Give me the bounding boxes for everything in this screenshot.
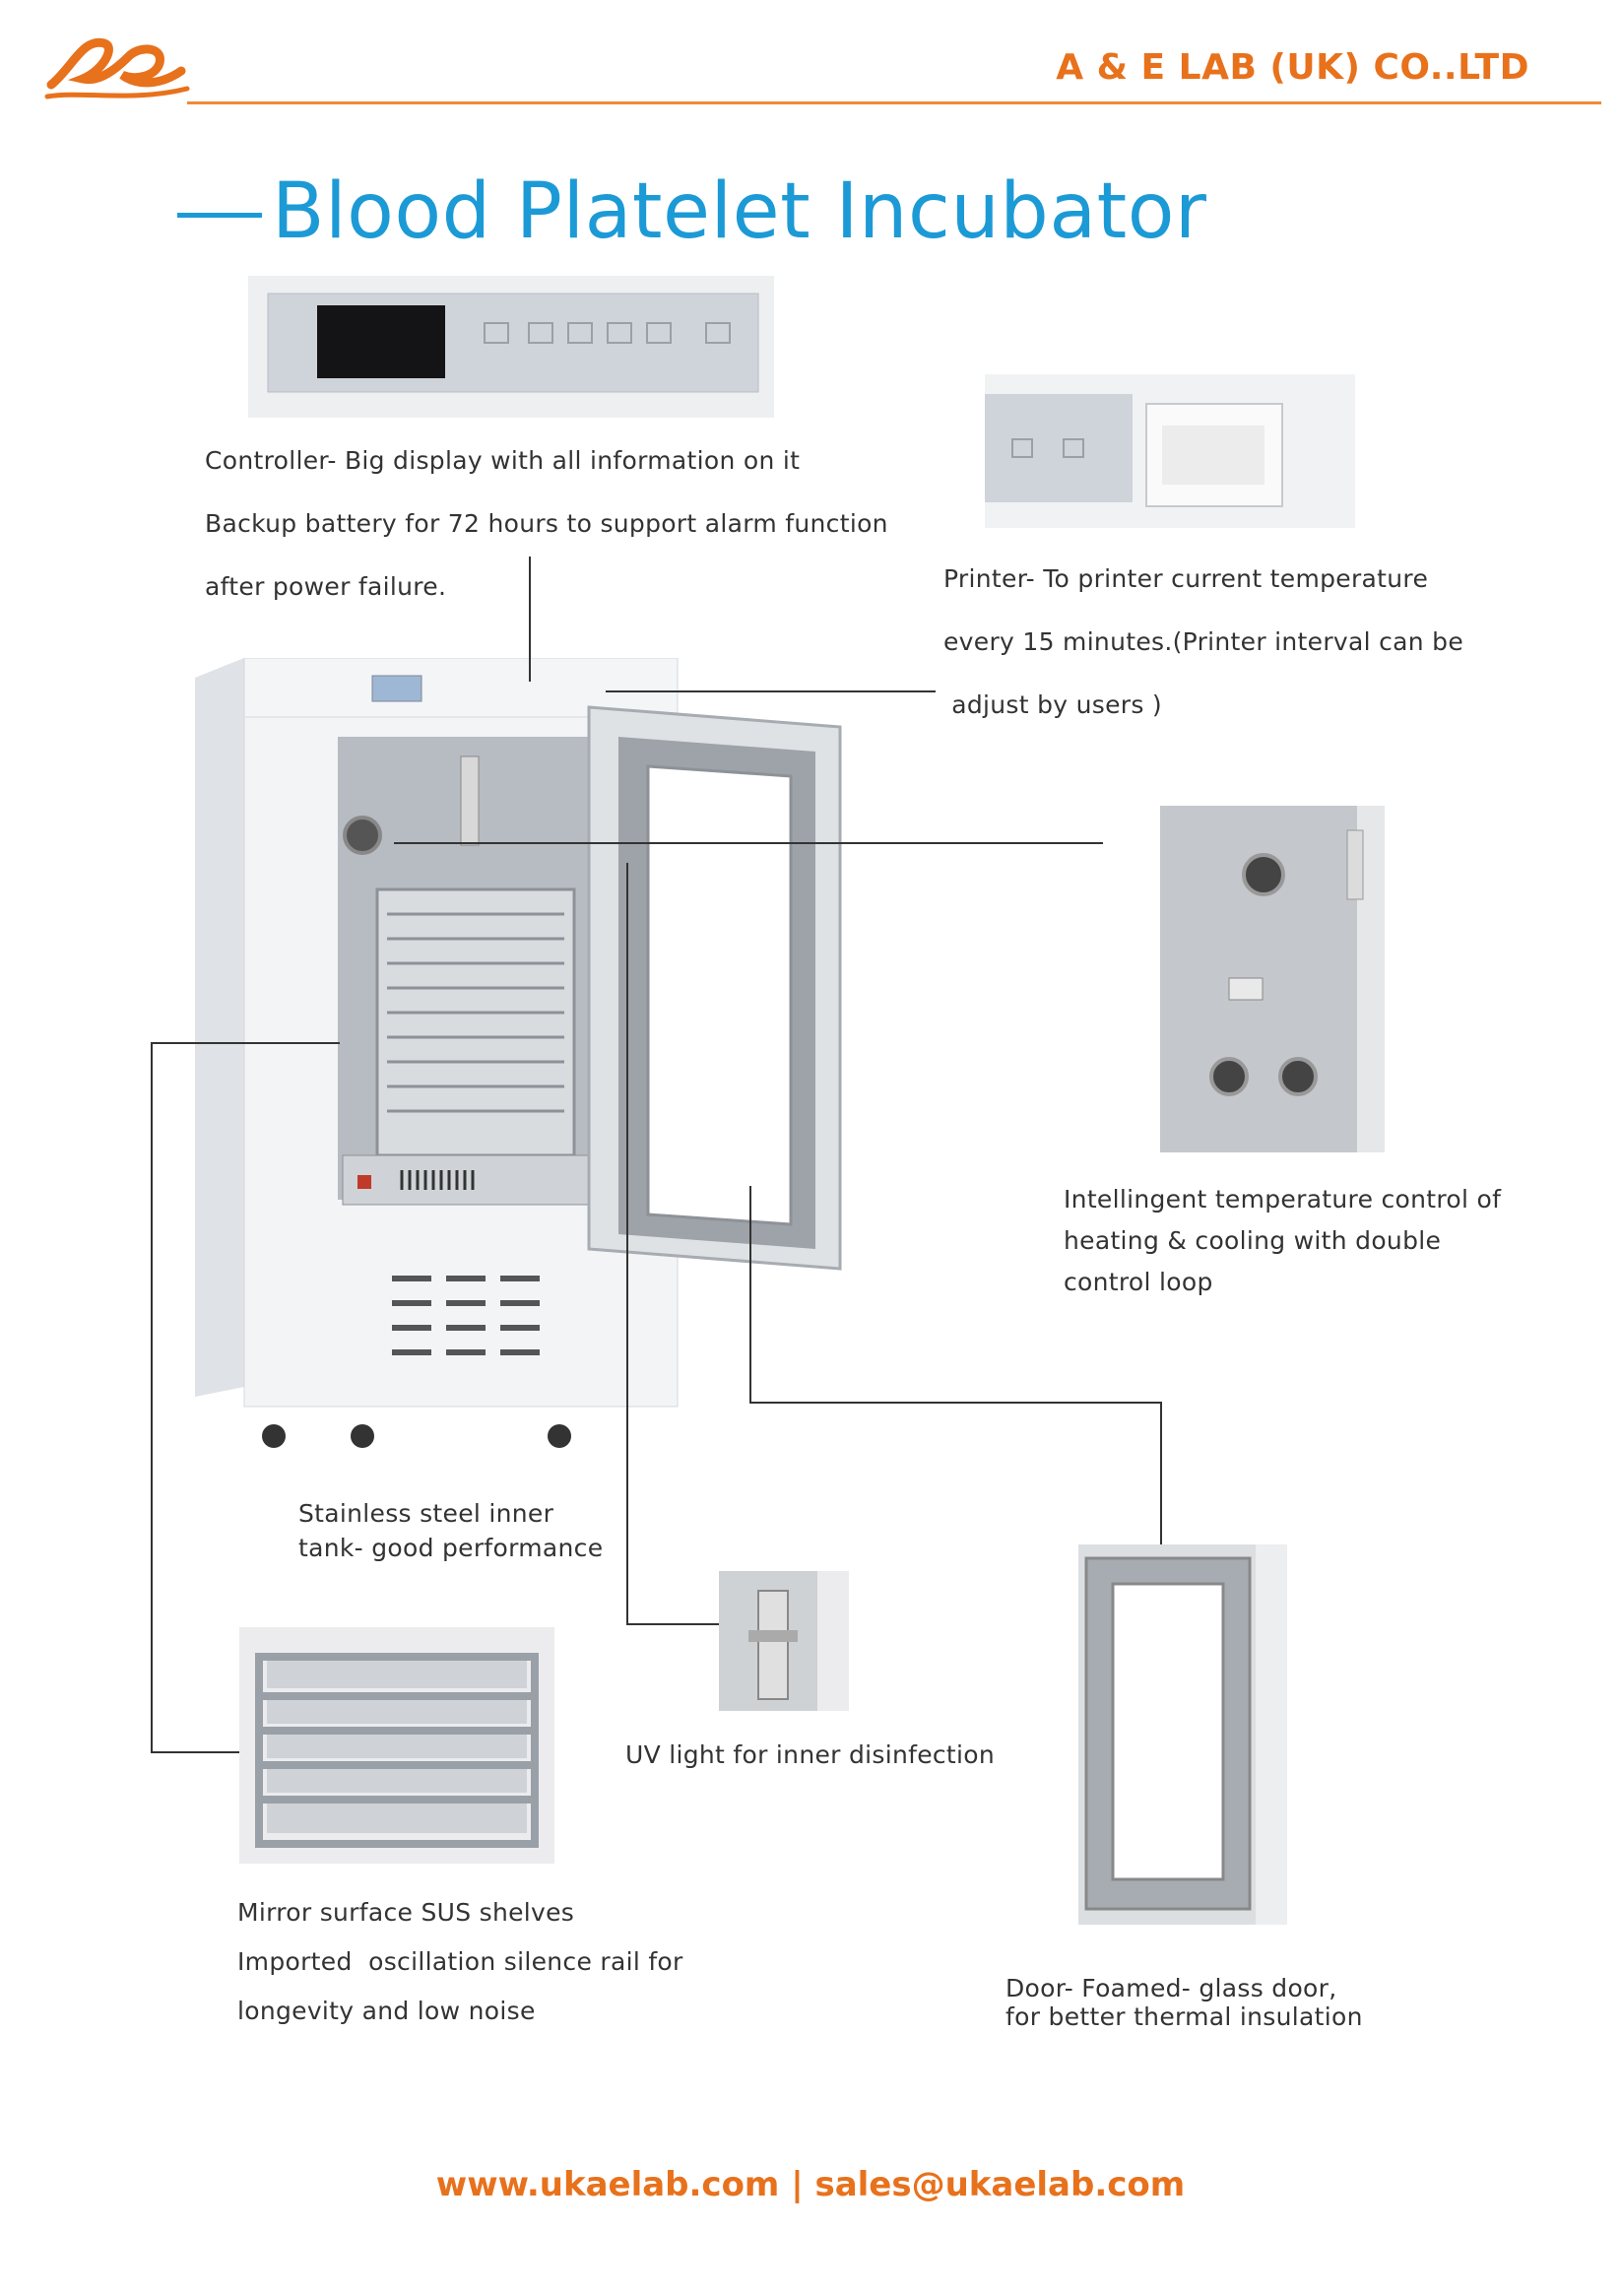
- incubator-photo: [185, 658, 845, 1456]
- connector-door-v1: [749, 1186, 751, 1403]
- connector-tank-h: [151, 1042, 340, 1044]
- connector-uv-h: [626, 1623, 719, 1625]
- connector-controller: [529, 557, 531, 682]
- shelves-line-2: Imported oscillation silence rail for: [237, 1947, 683, 1976]
- controller-line-2: Backup battery for 72 hours to support a…: [205, 509, 888, 538]
- temperature-line-2: heating & cooling with double: [1064, 1226, 1442, 1255]
- controller-line-1: Controller- Big display with all informa…: [205, 446, 801, 475]
- connector-door-h: [749, 1402, 1161, 1404]
- tank-line-2: tank- good performance: [298, 1534, 604, 1562]
- printer-panel-photo: [985, 374, 1355, 528]
- connector-printer: [606, 690, 936, 692]
- connector-inner-wall: [394, 842, 1103, 844]
- controller-line-3: after power failure.: [205, 572, 447, 601]
- door-photo: [1078, 1544, 1287, 1925]
- company-name: A & E LAB (UK) CO..LTD: [1056, 47, 1529, 88]
- shelves-photo: [239, 1627, 554, 1864]
- controller-panel-photo: [248, 276, 774, 418]
- printer-line-1: Printer- To printer current temperature: [943, 564, 1429, 593]
- door-line-2: for better thermal insulation: [1005, 2002, 1363, 2031]
- shelves-line-1: Mirror surface SUS shelves: [237, 1898, 575, 1927]
- printer-line-3: adjust by users ): [943, 690, 1162, 719]
- page-title: Blood Platelet Incubator: [272, 167, 1207, 256]
- connector-shelves-v: [151, 1042, 153, 1753]
- connector-shelves-h: [151, 1751, 239, 1753]
- temperature-line-3: control loop: [1064, 1268, 1213, 1296]
- uv-lamp-photo: [719, 1571, 849, 1711]
- connector-uv-v: [626, 863, 628, 1625]
- title-dash: [177, 213, 262, 218]
- shelves-line-3: longevity and low noise: [237, 1997, 536, 2025]
- inner-wall-photo: [1160, 806, 1385, 1152]
- printer-line-2: every 15 minutes.(Printer interval can b…: [943, 627, 1464, 656]
- tank-line-1: Stainless steel inner: [298, 1499, 554, 1528]
- footer-contact: www.ukaelab.com | sales@ukaelab.com: [435, 2165, 1186, 2204]
- header-divider: [187, 101, 1601, 104]
- company-logo: [44, 37, 190, 99]
- temperature-line-1: Intellingent temperature control of: [1064, 1185, 1502, 1214]
- connector-door-v2: [1160, 1402, 1162, 1544]
- door-line-1: Door- Foamed- glass door,: [1005, 1974, 1337, 2002]
- uv-line-1: UV light for inner disinfection: [625, 1740, 996, 1769]
